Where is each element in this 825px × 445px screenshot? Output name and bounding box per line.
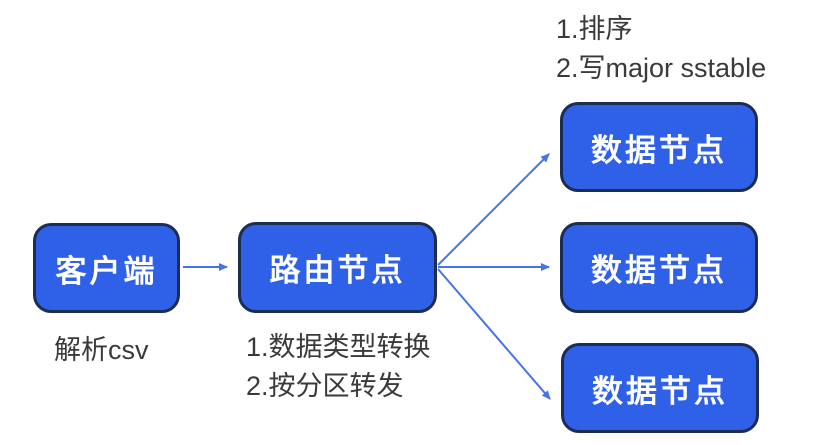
node-data-3[interactable]: 数据节点 [561,343,759,433]
node-data-3-label: 数据节点 [592,373,728,409]
arrow-router-to-data-node-1 [437,153,550,266]
node-router[interactable]: 路由节点 [238,222,437,313]
annotation-router-line-2: 2.按分区转发 [246,371,404,401]
node-data-1-label: 数据节点 [591,132,727,168]
annotation-client: 解析csv [54,335,149,365]
arrow-router-to-data-node-3 [437,268,551,400]
annotation-data-node-1-line-1: 1.排序 [556,14,633,44]
node-data-1[interactable]: 数据节点 [560,102,758,192]
annotation-data-node-1: 1.排序 2.写major sstable [556,10,766,88]
node-data-2[interactable]: 数据节点 [560,222,758,313]
node-client[interactable]: 客户端 [33,223,180,313]
node-data-2-label: 数据节点 [591,253,727,288]
node-client-label: 客户端 [55,253,158,289]
node-router-label: 路由节点 [269,253,406,288]
annotation-data-node-1-line-2: 2.写major sstable [556,53,767,83]
annotation-router: 1.数据类型转换 2.按分区转发 [246,328,431,406]
annotation-router-line-1: 1.数据类型转换 [246,332,431,362]
